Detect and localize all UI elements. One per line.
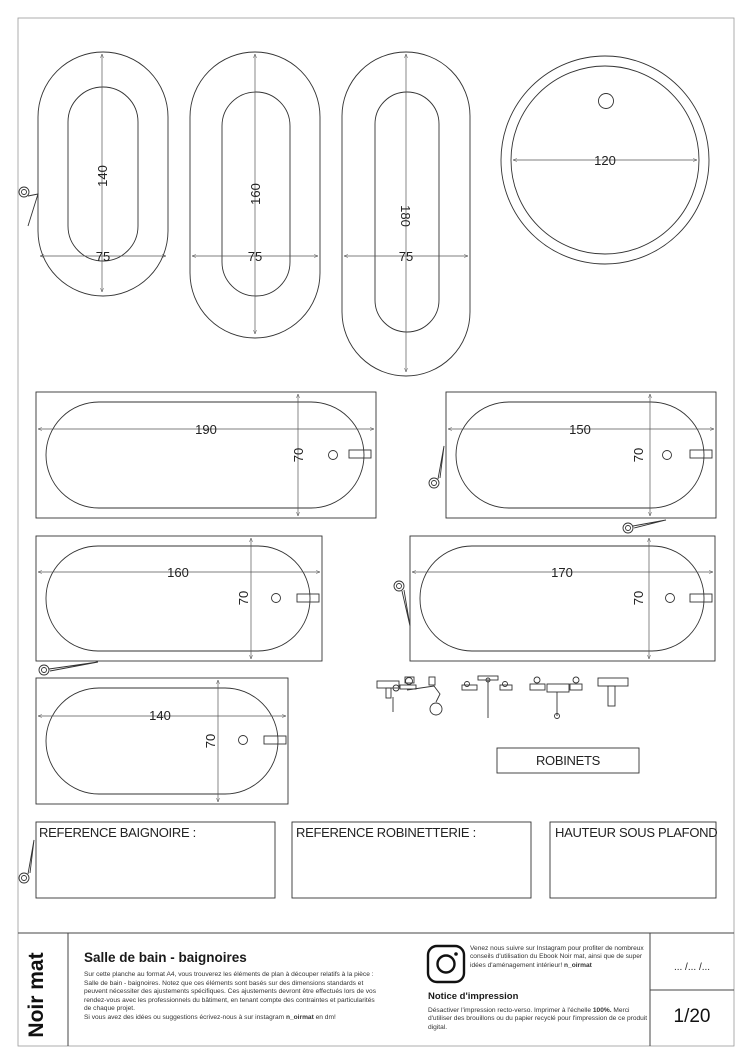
rect190-width-label: 70 xyxy=(291,448,306,462)
sheet-description-main: Sur cette planche au format A4, vous tro… xyxy=(84,971,376,1013)
oval1-width-label: 75 xyxy=(96,249,110,264)
oval-bathtub-140[interactable] xyxy=(37,51,169,297)
rect140-width-label: 70 xyxy=(203,734,218,748)
instagram-icon[interactable] xyxy=(426,944,466,984)
rect-bathtub-170[interactable] xyxy=(409,535,716,662)
sheet-description: Sur cette planche au format A4, vous tro… xyxy=(84,971,380,1023)
cut-marker-4 xyxy=(393,580,411,627)
reference-baignoire-box[interactable] xyxy=(35,821,276,899)
rect-bathtub-140[interactable] xyxy=(35,677,289,805)
print-notice-text: Désactiver l'impression recto-verso. Imp… xyxy=(428,1007,650,1032)
oval-bathtub-160[interactable] xyxy=(189,51,321,339)
print-notice-main: Désactiver l'impression recto-verso. Imp… xyxy=(428,1007,593,1014)
rect150-length-label: 150 xyxy=(569,422,591,437)
reference-baignoire-label: REFERENCE BAIGNOIRE : xyxy=(39,825,196,840)
round-diameter-label: 120 xyxy=(594,153,616,168)
faucet-wall-spout[interactable] xyxy=(597,677,629,707)
rect150-width-label: 70 xyxy=(631,448,646,462)
robinets-label: ROBINETS xyxy=(535,753,601,768)
oval-bathtub-180[interactable] xyxy=(341,51,471,377)
hauteur-sous-plafond-box[interactable] xyxy=(549,821,717,899)
rect-bathtub-160[interactable] xyxy=(35,535,323,662)
rect190-length-label: 190 xyxy=(195,422,217,437)
faucet-bath-mixer[interactable] xyxy=(529,676,583,719)
rect160-length-label: 160 xyxy=(167,565,189,580)
sheet-title: Salle de bain - baignoires xyxy=(84,950,247,965)
oval2-length-label: 160 xyxy=(248,183,263,205)
rect-bathtub-190[interactable] xyxy=(35,391,377,519)
hauteur-sous-plafond-label: HAUTEUR SOUS PLAFOND xyxy=(555,825,718,840)
rect160-width-label: 70 xyxy=(236,591,251,605)
oval2-width-label: 75 xyxy=(248,249,262,264)
instagram-promo-main: Venez nous suivre sur Instagram pour pro… xyxy=(470,945,644,969)
print-notice-title: Notice d'impression xyxy=(428,991,519,1002)
rect170-width-label: 70 xyxy=(631,591,646,605)
sheet-description-handle[interactable]: n_oirmat xyxy=(285,1013,314,1021)
sheet-description-line2: Si vous avez des idées ou suggestions éc… xyxy=(84,1013,286,1021)
page-number: 1/20 xyxy=(673,1006,711,1027)
reference-robinetterie-box[interactable] xyxy=(291,821,532,899)
faucet-deck-three-hole[interactable] xyxy=(461,675,513,718)
oval3-length-label: 180 xyxy=(398,205,413,227)
cut-marker-5 xyxy=(38,661,99,676)
robinets-label-box xyxy=(496,747,640,774)
faucet-shower-mixer[interactable] xyxy=(376,676,443,716)
rect140-length-label: 140 xyxy=(149,708,171,723)
cut-marker-6 xyxy=(18,839,35,884)
instagram-handle-link[interactable]: n_oirmat xyxy=(564,961,592,969)
print-notice-suffix: Merci d'utiliser des brouillons ou du pa… xyxy=(428,1007,648,1031)
round-tub-drain xyxy=(598,93,614,109)
cut-marker-2 xyxy=(428,445,445,489)
reference-robinetterie-label: REFERENCE ROBINETTERIE : xyxy=(296,825,476,840)
oval1-length-label: 140 xyxy=(95,165,110,187)
brand-text: Noir mat xyxy=(25,952,48,1038)
instagram-icon-dot xyxy=(454,952,458,956)
round-bathtub-120[interactable] xyxy=(500,55,710,265)
rect-bathtub-150[interactable] xyxy=(445,391,717,519)
sheet-border xyxy=(17,17,735,1047)
cut-marker-1 xyxy=(18,186,39,227)
sheet-description-suffix: en dm! xyxy=(313,1013,336,1021)
rect170-length-label: 170 xyxy=(551,565,573,580)
brand-logo: Noir mat xyxy=(14,945,60,1045)
cut-marker-3 xyxy=(622,519,667,534)
date-field[interactable]: ... /... /... xyxy=(673,962,711,973)
instagram-promo-text: Venez nous suivre sur Instagram pour pro… xyxy=(470,945,645,970)
print-notice-scale: 100%. xyxy=(592,1007,612,1014)
oval3-width-label: 75 xyxy=(399,249,413,264)
